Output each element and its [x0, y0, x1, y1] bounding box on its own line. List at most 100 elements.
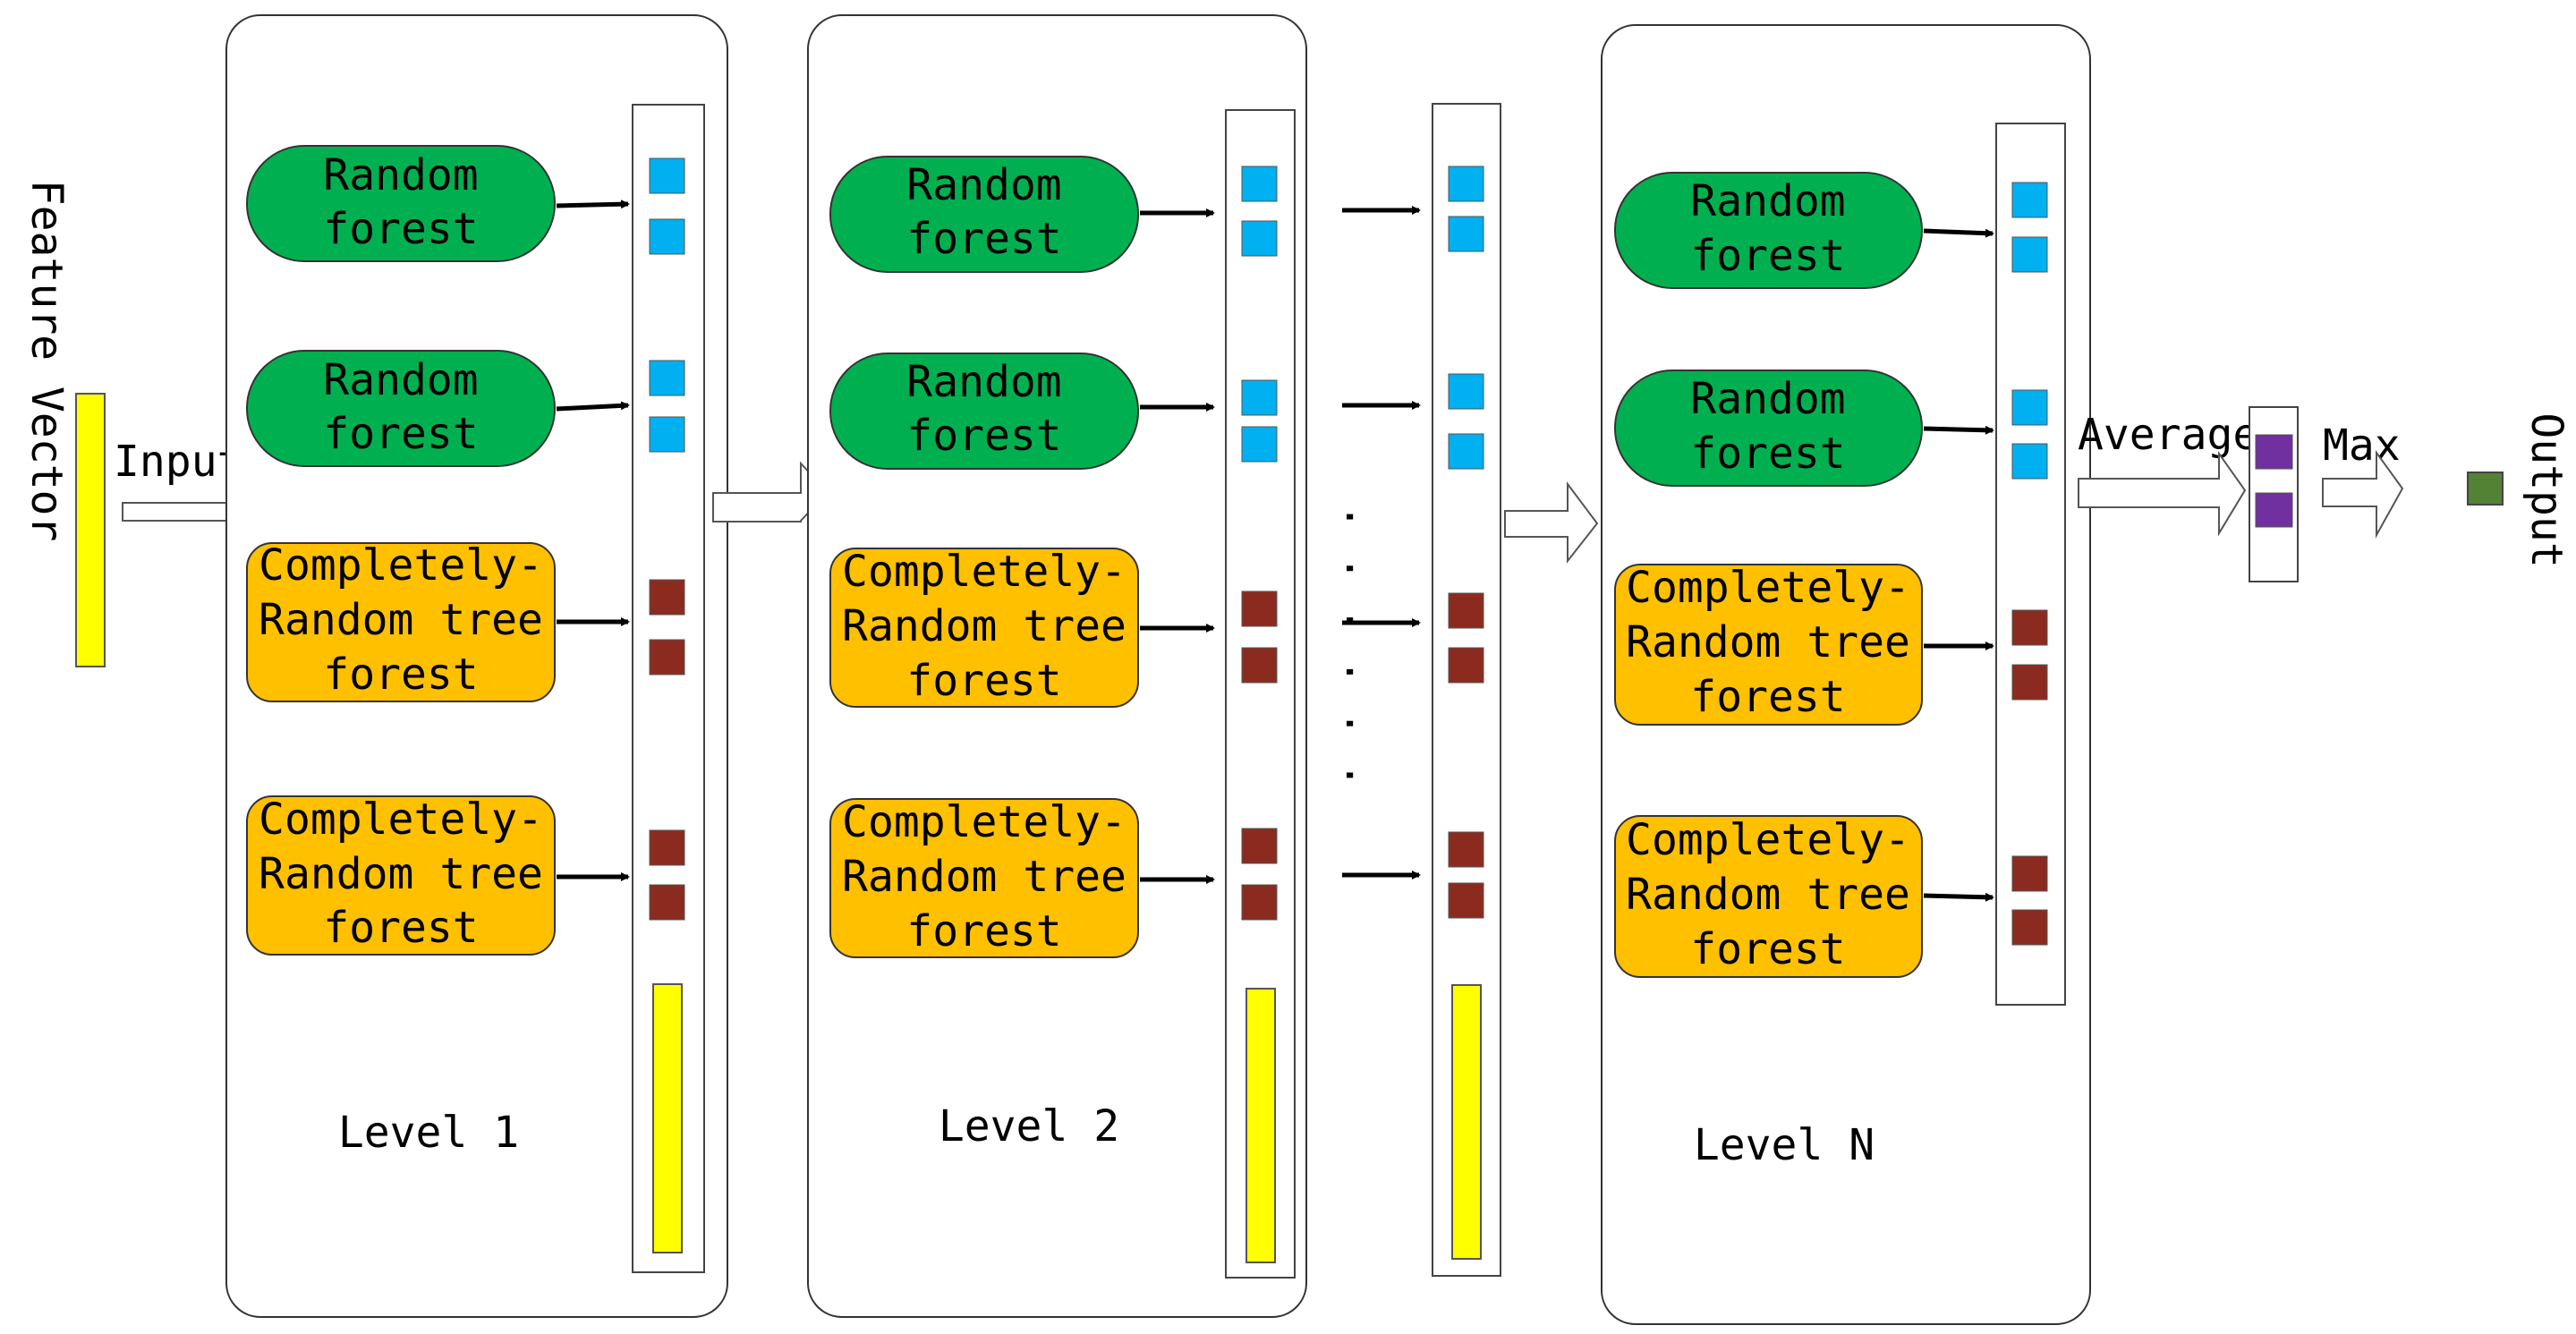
svg-text:forest: forest	[906, 656, 1061, 706]
average-class-square	[2255, 434, 2293, 470]
class-vector-square	[649, 416, 685, 453]
class-vector-square	[649, 829, 685, 866]
class-vector-square	[1241, 884, 1278, 921]
class-vector-square	[2011, 609, 2048, 646]
feature-vector-copy	[1451, 984, 1482, 1260]
class-vector-square	[2011, 389, 2048, 426]
svg-text:Random: Random	[323, 150, 478, 200]
class-vector-square	[1448, 373, 1484, 410]
svg-text:Completely-: Completely-	[259, 540, 543, 591]
class-vector-square	[1448, 592, 1484, 629]
completely-random-forest-node: Completely- Random tree forest	[246, 540, 556, 702]
completely-random-forest-node: Completely- Random tree forest	[246, 794, 556, 956]
average-label: Average	[2078, 410, 2258, 460]
svg-text:forest: forest	[906, 411, 1061, 461]
svg-text:forest: forest	[323, 650, 478, 700]
forest-output-arrows	[1923, 228, 1994, 902]
class-vector-square	[1241, 166, 1278, 202]
svg-text:Random: Random	[1690, 374, 1845, 424]
input-feature-vector	[75, 393, 106, 667]
class-vector-square	[2011, 909, 2048, 946]
random-forest-node: Random forest	[1614, 370, 1923, 487]
forest-output-arrows	[556, 200, 630, 881]
output-label: Output	[2521, 412, 2572, 567]
level-n-panel: Random forest Random forest Completely- …	[1601, 24, 2091, 1325]
random-forest-node: Random forest	[246, 145, 556, 262]
max-hollow-arrow	[2322, 449, 2404, 539]
svg-text:forest: forest	[1690, 924, 1845, 974]
svg-text:Random tree: Random tree	[259, 595, 543, 645]
svg-text:Random tree: Random tree	[1626, 870, 1910, 920]
feature-vector-copy	[652, 983, 683, 1253]
svg-text:Random tree: Random tree	[259, 849, 543, 899]
random-forest-node: Random forest	[829, 353, 1139, 470]
class-vector-square	[1448, 433, 1484, 470]
random-forest-node: Random forest	[829, 156, 1139, 273]
svg-text:Random: Random	[906, 357, 1061, 407]
class-vector-square	[2011, 236, 2048, 273]
level-connector-hollow-arrow	[1504, 481, 1599, 564]
svg-text:forest: forest	[1690, 231, 1845, 281]
completely-random-forest-node: Completely- Random tree forest	[1614, 563, 1923, 726]
intermediate-arrows	[1342, 206, 1421, 879]
svg-text:forest: forest	[906, 906, 1061, 956]
class-vector-square	[1241, 647, 1278, 684]
class-vector-square	[1241, 220, 1278, 257]
input-label: Input	[114, 437, 243, 487]
level-1-panel: Random forest Random forest Completely- …	[225, 14, 728, 1318]
class-vector-square	[1241, 379, 1278, 416]
completely-random-forest-node: Completely- Random tree forest	[829, 797, 1139, 958]
forest-output-arrows	[1140, 208, 1215, 884]
average-class-square	[2255, 492, 2293, 528]
svg-text:forest: forest	[323, 409, 478, 459]
svg-text:Completely-: Completely-	[259, 794, 543, 845]
svg-text:forest: forest	[323, 903, 478, 953]
svg-text:forest: forest	[323, 204, 478, 254]
class-vector-square	[1241, 426, 1278, 463]
class-vector-square	[1241, 591, 1278, 627]
class-vector-square	[649, 639, 685, 675]
svg-text:Random tree: Random tree	[842, 852, 1126, 902]
svg-text:forest: forest	[906, 214, 1061, 264]
svg-text:Random tree: Random tree	[1626, 617, 1910, 667]
class-vector-square	[2011, 664, 2048, 701]
svg-text:forest: forest	[1690, 672, 1845, 722]
class-vector-square	[1448, 831, 1484, 868]
class-vector-square	[649, 218, 685, 255]
class-vector-square	[1448, 647, 1484, 684]
svg-text:forest: forest	[1690, 429, 1845, 479]
average-hollow-arrow	[2078, 450, 2247, 537]
max-label: Max	[2323, 421, 2401, 471]
level-label: Level 2	[939, 1101, 1119, 1151]
class-vector-square	[2011, 855, 2048, 892]
class-vector-square	[2011, 443, 2048, 480]
completely-random-forest-node: Completely- Random tree forest	[829, 547, 1139, 708]
feature-vector-copy	[1245, 988, 1276, 1263]
class-vector-square	[1448, 882, 1484, 919]
class-vector-square	[649, 884, 685, 921]
level-label: Level 1	[338, 1108, 519, 1158]
feature-vector-label: Feature Vector	[21, 180, 72, 542]
svg-text:Random: Random	[323, 355, 478, 405]
svg-text:Completely-: Completely-	[1626, 563, 1910, 613]
svg-text:Random tree: Random tree	[842, 601, 1126, 651]
svg-text:Random: Random	[906, 160, 1061, 210]
class-vector-square	[649, 157, 685, 194]
svg-text:Completely-: Completely-	[842, 797, 1126, 847]
class-vector-square	[1448, 216, 1484, 252]
ellipsis: · · · · · ·	[1324, 504, 1374, 788]
svg-text:Random: Random	[1690, 176, 1845, 226]
level-2-panel: Random forest Random forest Completely- …	[807, 14, 1307, 1318]
random-forest-node: Random forest	[1614, 172, 1923, 289]
completely-random-forest-node: Completely- Random tree forest	[1614, 815, 1923, 978]
svg-text:Completely-: Completely-	[842, 547, 1126, 597]
output-square	[2467, 472, 2504, 506]
class-vector-square	[649, 579, 685, 616]
class-vector-square	[1448, 166, 1484, 202]
class-vector-square	[1241, 828, 1278, 864]
class-vector-square	[2011, 182, 2048, 218]
class-vector-square	[649, 360, 685, 396]
random-forest-node: Random forest	[246, 350, 556, 467]
svg-text:Completely-: Completely-	[1626, 815, 1910, 865]
